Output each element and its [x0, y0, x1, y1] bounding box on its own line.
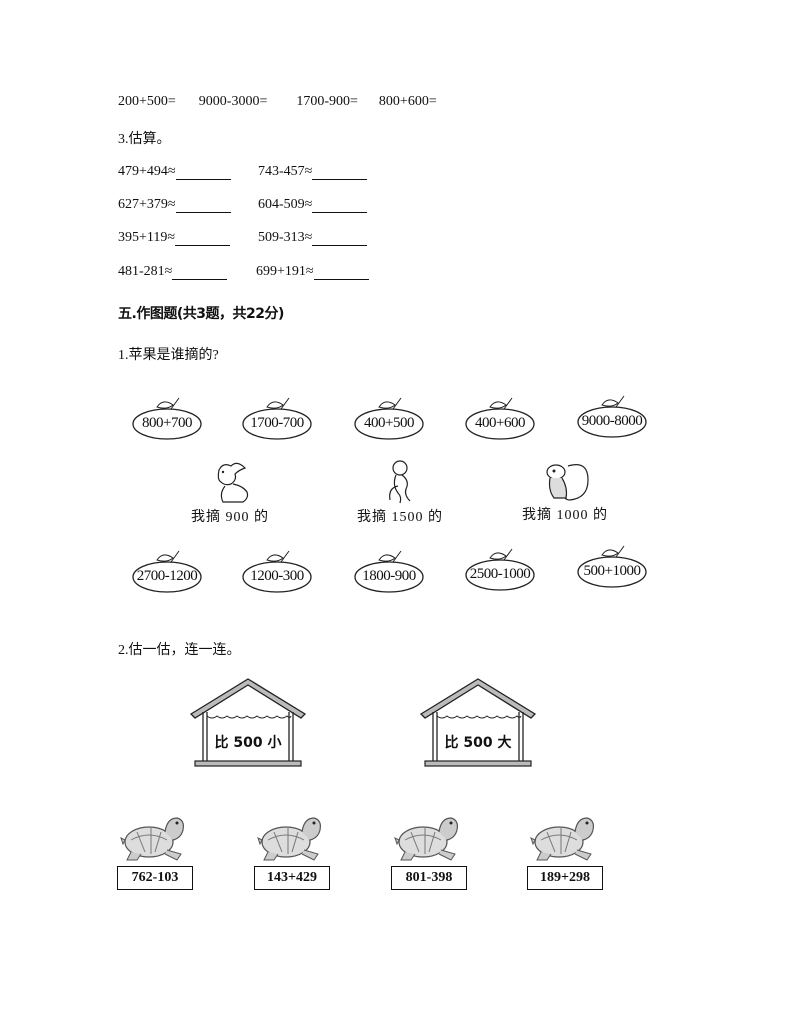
rabbit-icon	[217, 462, 249, 503]
apple-top-3[interactable]: 400+500	[353, 395, 425, 441]
estimate-expression: 481-281≈	[118, 264, 173, 279]
apple-expression: 500+1000	[583, 563, 641, 579]
turtle-icon	[394, 817, 458, 861]
house-icon	[189, 678, 307, 767]
apple-expression: 1200-300	[250, 568, 304, 584]
animal-squirrel[interactable]: 我摘 1000 的	[515, 458, 615, 524]
apple-bottom-4[interactable]: 2500-1000	[464, 546, 536, 592]
apple-expression: 1800-900	[362, 568, 416, 584]
apple-icon	[354, 397, 424, 440]
apple-icon	[132, 550, 202, 593]
estimate-row: 479+494≈	[118, 164, 231, 180]
animal-rabbit[interactable]: 我摘 900 的	[185, 458, 275, 526]
estimate-row: 395+119≈	[118, 230, 231, 246]
house-less-than-500[interactable]: 比 500 小	[189, 676, 307, 776]
apple-icon	[465, 548, 535, 591]
apple-bottom-2[interactable]: 1200-300	[241, 548, 313, 594]
apple-bottom-3[interactable]: 1800-900	[353, 548, 425, 594]
apple-top-1[interactable]: 800+700	[131, 395, 203, 441]
estimate-expression: 627+379≈	[118, 197, 176, 212]
turtle-expression: 762-103	[117, 866, 193, 890]
turtle-4[interactable]: 189+298	[527, 810, 607, 900]
house-icon	[419, 678, 537, 767]
apple-bottom-1[interactable]: 2700-1200	[131, 548, 203, 594]
answer-blank[interactable]	[313, 265, 369, 280]
apple-top-5[interactable]: 9000-8000	[576, 393, 648, 439]
question-1-title: 1.苹果是谁摘的?	[118, 348, 219, 363]
apple-top-4[interactable]: 400+600	[464, 395, 536, 441]
estimate-expression: 395+119≈	[118, 230, 176, 245]
mental-math-row: 200+500= 9000-3000= 1700-900= 800+600=	[118, 94, 437, 110]
monkey-icon	[389, 460, 411, 504]
answer-blank[interactable]	[312, 198, 368, 213]
estimate-expression: 479+494≈	[118, 164, 176, 179]
math-item: 1700-900=	[296, 94, 358, 109]
math-item: 9000-3000=	[198, 94, 268, 109]
estimate-row: 627+379≈	[118, 197, 231, 213]
answer-blank[interactable]	[312, 165, 368, 180]
apple-expression: 2700-1200	[136, 568, 198, 584]
math-item: 200+500=	[118, 94, 176, 109]
estimate-row: 699+191≈	[256, 264, 369, 280]
apple-expression: 9000-8000	[581, 413, 643, 429]
turtle-icon	[530, 817, 594, 861]
animal-caption: 我摘 1000 的	[522, 508, 608, 523]
math-item: 800+600=	[378, 94, 437, 109]
apple-icon	[465, 397, 535, 440]
apple-icon	[242, 550, 312, 593]
apple-top-2[interactable]: 1700-700	[241, 395, 313, 441]
turtle-expression: 143+429	[254, 866, 330, 890]
turtle-expression: 801-398	[391, 866, 467, 890]
apple-expression: 800+700	[142, 415, 192, 431]
answer-blank[interactable]	[175, 198, 231, 213]
question-2-title: 2.估一估，连一连。	[118, 643, 241, 658]
estimate-row: 509-313≈	[258, 230, 368, 246]
turtle-1[interactable]: 762-103	[117, 810, 197, 900]
apple-icon	[132, 397, 202, 440]
house-label: 比 500 小	[214, 735, 282, 751]
apple-expression: 400+500	[364, 415, 414, 431]
estimate-row: 481-281≈	[118, 264, 228, 280]
apple-icon	[354, 550, 424, 593]
turtle-icon	[120, 817, 184, 861]
animal-monkey[interactable]: 我摘 1500 的	[350, 458, 450, 526]
estimate-expression: 604-509≈	[258, 197, 313, 212]
estimate-row: 743-457≈	[258, 164, 368, 180]
turtle-expression: 189+298	[527, 866, 603, 890]
apple-expression: 1700-700	[250, 415, 304, 431]
house-label: 比 500 大	[444, 735, 512, 751]
turtle-2[interactable]: 143+429	[254, 810, 334, 900]
house-greater-than-500[interactable]: 比 500 大	[419, 676, 537, 776]
apple-expression: 2500-1000	[469, 566, 531, 582]
answer-blank[interactable]	[175, 231, 231, 246]
answer-blank[interactable]	[312, 231, 368, 246]
turtle-3[interactable]: 801-398	[391, 810, 471, 900]
animal-caption: 我摘 900 的	[191, 510, 269, 525]
apple-icon	[577, 395, 647, 438]
squirrel-icon	[546, 464, 589, 501]
answer-blank[interactable]	[172, 265, 228, 280]
apple-expression: 400+600	[475, 415, 525, 431]
answer-blank[interactable]	[175, 165, 231, 180]
animal-caption: 我摘 1500 的	[357, 510, 443, 525]
estimate-expression: 699+191≈	[256, 264, 314, 279]
question-3-title: 3.估算。	[118, 132, 171, 147]
estimate-expression: 743-457≈	[258, 164, 313, 179]
section-5-heading: 五.作图题(共3题，共22分)	[118, 306, 284, 322]
estimate-expression: 509-313≈	[258, 230, 313, 245]
apple-icon	[577, 545, 647, 588]
apple-bottom-5[interactable]: 500+1000	[576, 543, 648, 589]
estimate-row: 604-509≈	[258, 197, 368, 213]
turtle-icon	[257, 817, 321, 861]
apple-icon	[242, 397, 312, 440]
